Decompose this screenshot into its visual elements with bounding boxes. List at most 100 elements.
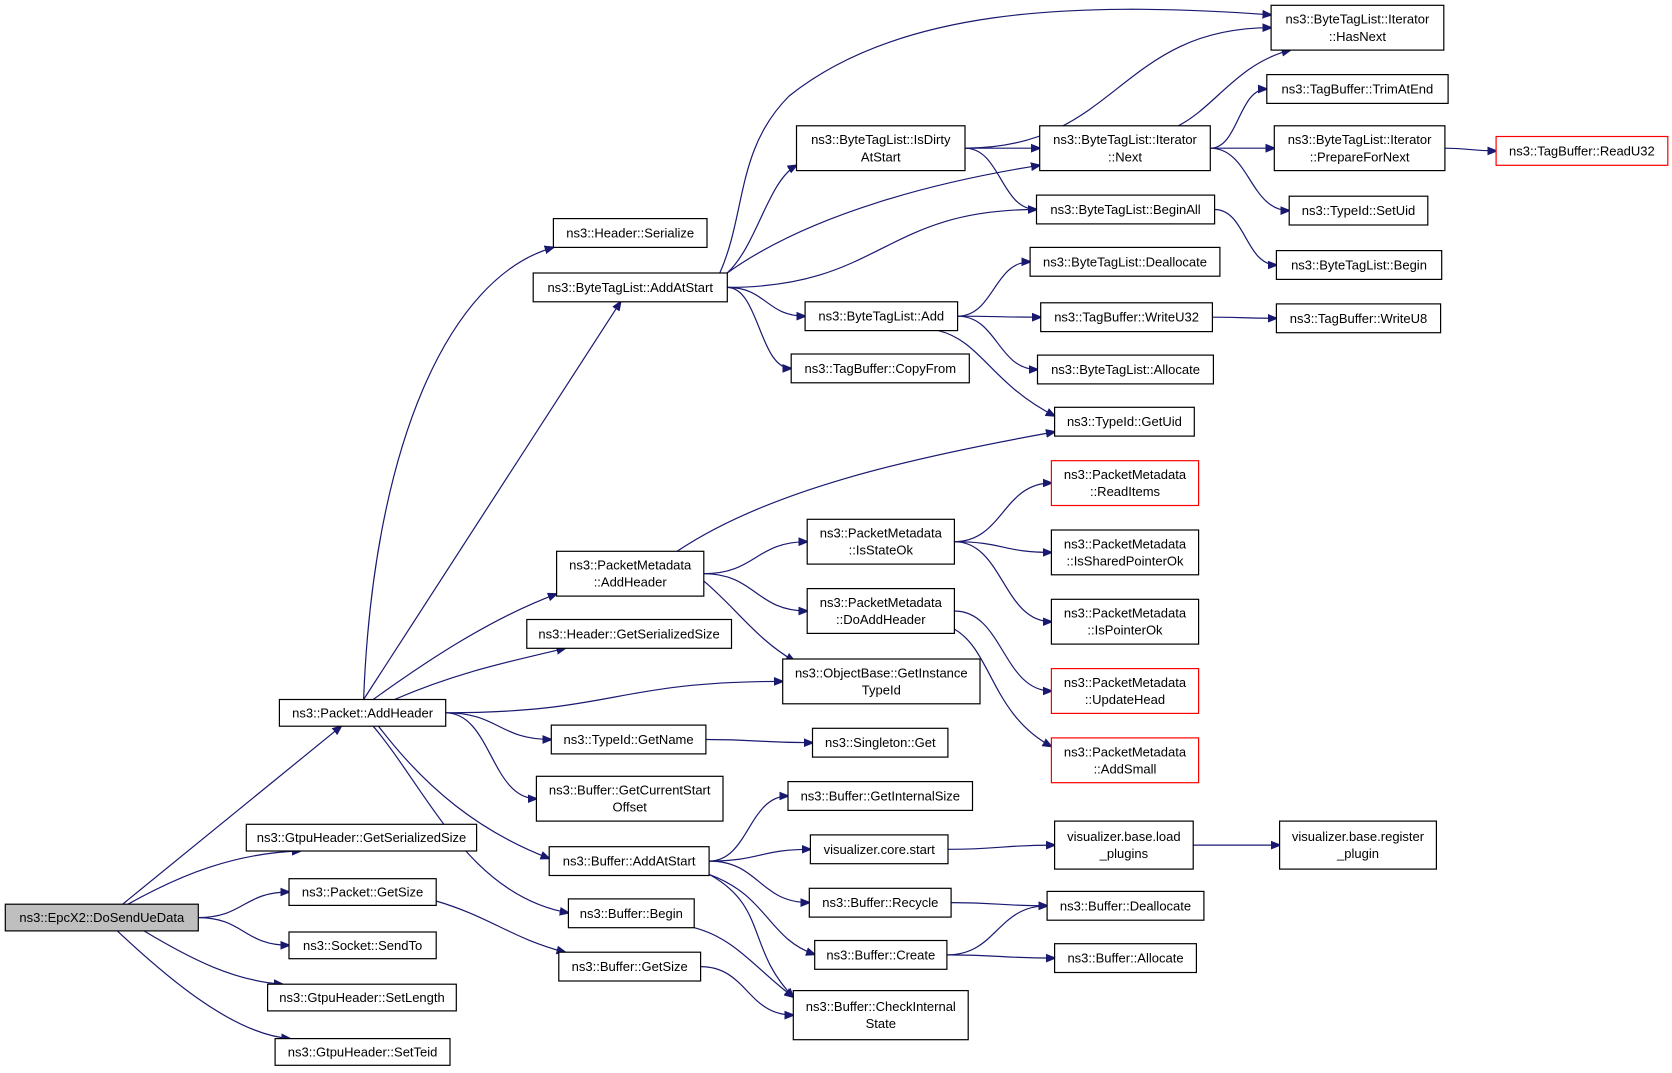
call-edge-pkt_addheader-to-btl_addatstart [363, 302, 621, 700]
node-label: ns3::PacketMetadata [820, 526, 943, 541]
call-edge-root-to-pkt_addheader [122, 726, 342, 905]
graph-node-btl-addatstart[interactable]: ns3::ByteTagList::AddAtStart [532, 272, 728, 303]
node-box [1275, 250, 1443, 281]
node-label: ::DoAddHeader [836, 612, 926, 627]
node-box [1036, 354, 1214, 385]
graph-node-buf-create[interactable]: ns3::Buffer::Create [814, 939, 948, 970]
graph-node-gtpu-setteid[interactable]: ns3::GtpuHeader::SetTeid [274, 1037, 451, 1066]
graph-node-hdr-getsersize[interactable]: ns3::Header::GetSerializedSize [526, 618, 733, 649]
node-box [1275, 303, 1442, 334]
call-edge-pm_isstateok-to-pm_readitems [954, 483, 1051, 543]
graph-node-pm-addheader[interactable]: ns3::PacketMetadata::AddHeader [555, 550, 705, 597]
graph-node-buf-allocate[interactable]: ns3::Buffer::Allocate [1053, 943, 1197, 974]
node-label: ns3::PacketMetadata [1064, 606, 1187, 621]
graph-node-buf-getinternalsize[interactable]: ns3::Buffer::GetInternalSize [787, 780, 974, 811]
graph-node-gtpu-getsersize[interactable]: ns3::GtpuHeader::GetSerializedSize [245, 823, 478, 852]
graph-node-pm-ispointerok[interactable]: ns3::PacketMetadata::IsPointerOk [1050, 598, 1200, 645]
graph-node-tb-copyfrom[interactable]: ns3::TagBuffer::CopyFrom [790, 353, 970, 384]
graph-node-pm-isstateok[interactable]: ns3::PacketMetadata::IsStateOk [806, 518, 956, 565]
graph-node-root[interactable]: ns3::EpcX2::DoSendUeData [4, 903, 199, 932]
graph-node-btl-begin[interactable]: ns3::ByteTagList::Begin [1275, 250, 1443, 281]
graph-node-typeid-getname[interactable]: ns3::TypeId::GetName [550, 724, 707, 755]
graph-node-hdr-serialize[interactable]: ns3::Header::Serialize [552, 218, 708, 249]
graph-node-pm-updatehead[interactable]: ns3::PacketMetadata::UpdateHead [1050, 667, 1200, 714]
graph-node-pm-addsmall[interactable]: ns3::PacketMetadata::AddSmall [1050, 737, 1200, 784]
node-label: ::ReadItems [1090, 484, 1161, 499]
graph-node-tb-readu32[interactable]: ns3::TagBuffer::ReadU32 [1495, 135, 1669, 166]
graph-node-btl-deallocate[interactable]: ns3::ByteTagList::Deallocate [1029, 246, 1221, 277]
graph-node-btl-beginall[interactable]: ns3::ByteTagList::BeginAll [1035, 194, 1216, 225]
node-label: _plugin [1336, 846, 1379, 861]
call-edge-tb_writeu32-to-tb_writeu8 [1212, 317, 1276, 318]
node-box [782, 658, 981, 705]
call-edge-btl_add-to-btl_deallocate [957, 262, 1031, 317]
node-label: ns3::Buffer::Allocate [1067, 951, 1183, 966]
node-box [288, 878, 437, 907]
graph-node-vis-load-plugins[interactable]: visualizer.base.load_plugins [1053, 820, 1194, 870]
call-edge-buf_getsize-to-buf_checkinternal [700, 966, 794, 1016]
graph-node-gtpu-setlength[interactable]: ns3::GtpuHeader::SetLength [267, 983, 457, 1012]
graph-node-buf-addatstart[interactable]: ns3::Buffer::AddAtStart [548, 846, 710, 877]
graph-node-tb-writeu32[interactable]: ns3::TagBuffer::WriteU32 [1040, 302, 1213, 333]
graph-node-typeid-getuid[interactable]: ns3::TypeId::GetUid [1053, 406, 1195, 437]
graph-node-pm-readitems[interactable]: ns3::PacketMetadata::ReadItems [1050, 460, 1200, 507]
node-label: ns3::TagBuffer::WriteU8 [1290, 311, 1428, 326]
node-label: visualizer.base.load [1067, 829, 1180, 844]
node-label: ns3::TagBuffer::WriteU32 [1054, 310, 1199, 325]
node-box [1270, 4, 1445, 51]
graph-node-vis-register-plugin[interactable]: visualizer.base.register_plugin [1278, 820, 1437, 870]
graph-node-socket-sendto[interactable]: ns3::Socket::SendTo [288, 931, 437, 960]
graph-node-buf-deallocate[interactable]: ns3::Buffer::Deallocate [1046, 890, 1205, 921]
call-edge-root-to-gtpu_getsersize [127, 851, 301, 905]
call-edge-btl_add-to-btl_allocate [957, 315, 1038, 369]
graph-node-pm-doaddheader[interactable]: ns3::PacketMetadata::DoAddHeader [806, 587, 956, 634]
graph-node-buf-begin[interactable]: ns3::Buffer::Begin [567, 898, 695, 929]
node-label: TypeId [862, 682, 901, 697]
node-box [526, 618, 733, 649]
node-label: ns3::GtpuHeader::GetSerializedSize [257, 830, 467, 845]
graph-node-vis-core-start[interactable]: visualizer.core.start [809, 834, 949, 865]
node-label: ns3::GtpuHeader::SetTeid [288, 1044, 438, 1059]
graph-node-typeid-setuid[interactable]: ns3::TypeId::SetUid [1288, 195, 1429, 226]
graph-node-pkt-addheader[interactable]: ns3::Packet::AddHeader [278, 698, 447, 727]
graph-node-btl-allocate[interactable]: ns3::ByteTagList::Allocate [1036, 354, 1214, 385]
node-label: ns3::ByteTagList::Deallocate [1043, 254, 1207, 269]
graph-node-pkt-getsize[interactable]: ns3::Packet::GetSize [288, 878, 437, 907]
graph-node-btl-it-hasnext[interactable]: ns3::ByteTagList::Iterator::HasNext [1270, 4, 1445, 51]
node-label: ::UpdateHead [1085, 692, 1165, 707]
graph-node-btl-it-prepare[interactable]: ns3::ByteTagList::Iterator::PrepareForNe… [1273, 125, 1446, 172]
node-box [1288, 195, 1429, 226]
graph-node-pm-issharedptrok[interactable]: ns3::PacketMetadata::IsSharedPointerOk [1050, 529, 1200, 576]
node-box [811, 727, 949, 758]
graph-node-singleton-get[interactable]: ns3::Singleton::Get [811, 727, 949, 758]
node-label: ns3::Socket::SendTo [303, 938, 422, 953]
graph-node-buf-recycle[interactable]: ns3::Buffer::Recycle [808, 887, 952, 918]
call-edge-btl_it_next-to-btl_it_hasnext [1178, 50, 1290, 127]
node-box [278, 698, 447, 727]
graph-node-tb-trimatend[interactable]: ns3::TagBuffer::TrimAtEnd [1266, 73, 1449, 104]
graph-node-btl-add[interactable]: ns3::ByteTagList::Add [804, 301, 959, 332]
node-box [288, 931, 437, 960]
call-edge-root-to-pkt_getsize [198, 892, 289, 919]
graph-node-buf-getsize[interactable]: ns3::Buffer::GetSize [558, 951, 702, 982]
node-box [550, 724, 707, 755]
call-edge-pkt_addheader-to-ob_getinstance [445, 681, 783, 714]
node-label: visualizer.core.start [824, 842, 936, 857]
node-label: ns3::TypeId::GetName [564, 732, 694, 747]
call-edge-pm_isstateok-to-pm_ispointerok [954, 541, 1051, 622]
node-box [567, 898, 695, 929]
call-edge-pkt_addheader-to-hdr_getsersize [394, 648, 566, 701]
graph-node-tb-writeu8[interactable]: ns3::TagBuffer::WriteU8 [1275, 303, 1442, 334]
node-label: ns3::Buffer::Begin [580, 906, 683, 921]
node-box [804, 301, 959, 332]
graph-node-btl-it-next[interactable]: ns3::ByteTagList::Iterator::Next [1039, 125, 1211, 172]
node-box [787, 780, 974, 811]
call-edge-btl_addatstart-to-tb_copyfrom [727, 286, 791, 368]
node-label: ns3::ByteTagList::Add [818, 309, 944, 324]
call-edge-btl_add-to-tb_writeu32 [957, 316, 1041, 317]
